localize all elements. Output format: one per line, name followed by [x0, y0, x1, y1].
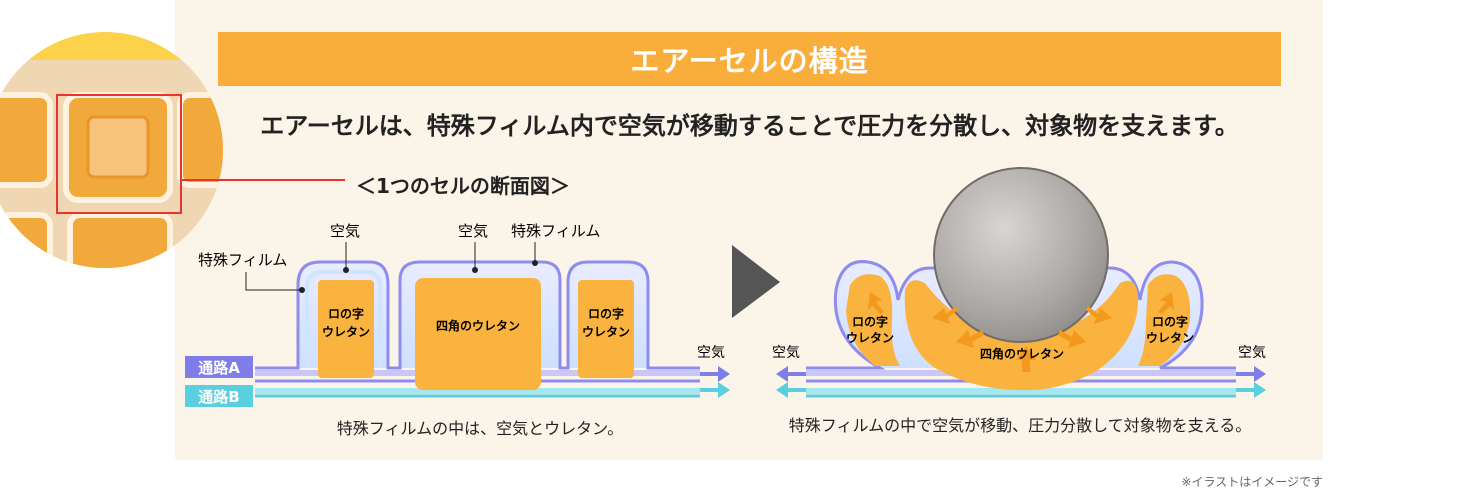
- channel-a-label: 通路A: [198, 359, 240, 377]
- air-arrow-b-icon: [700, 382, 730, 398]
- air-arrow-left-a-icon: [776, 366, 806, 382]
- urethane-square: [415, 278, 541, 390]
- channel-a-tag: [185, 356, 253, 378]
- channel-b-label: 通路B: [198, 388, 239, 406]
- urethane-ring-1-label-2: ウレタン: [322, 325, 370, 339]
- urethane-ring-right-label-1: ロの字: [1152, 314, 1188, 329]
- pressure-arrow-icon: [956, 330, 984, 348]
- right-caption: 特殊フィルムの中で空気が移動、圧力分散して対象物を支える。: [788, 416, 1252, 435]
- urethane-ring-2: [578, 280, 634, 378]
- label-air-1: 空気: [330, 222, 360, 240]
- urethane-ring-1-label-1: ロの字: [328, 306, 364, 321]
- air-arrow-right-b-icon: [1236, 382, 1266, 398]
- urethane-ring-left: [846, 274, 900, 366]
- urethane-ring-left-label-2: ウレタン: [846, 331, 894, 345]
- urethane-ring-left-label-1: ロの字: [852, 314, 888, 329]
- air-arrow-left-b-icon: [776, 382, 806, 398]
- air-arrow-right-a-icon: [1236, 366, 1266, 382]
- section-label: ＜1つのセルの断面図＞: [356, 174, 570, 198]
- label-air-2: 空気: [458, 222, 488, 240]
- air-arrow-a-icon: [700, 366, 730, 382]
- urethane-square-deformed: [904, 280, 1139, 391]
- label-film-2: 特殊フィルム: [511, 222, 600, 240]
- pressure-arrow-icon: [1086, 306, 1112, 324]
- urethane-ring-2-label-2: ウレタン: [582, 325, 630, 339]
- pressure-arrow-icon: [868, 292, 884, 314]
- right-air-right-label: 空気: [1238, 345, 1266, 361]
- left-cross-section: ロの字 ウレタン 四角のウレタン ロの字 ウレタン 空気 空気 特殊フィルム 特…: [185, 222, 730, 407]
- left-air-out-label: 空気: [697, 345, 725, 361]
- footnote: ※イラストはイメージです: [1181, 475, 1323, 489]
- right-air-left-label: 空気: [772, 345, 800, 361]
- magnified-cell-photo: [0, 32, 345, 268]
- urethane-square-deformed-label: 四角のウレタン: [980, 346, 1064, 361]
- subtitle: エアーセルは、特殊フィルム内で空気が移動することで圧力を分散し、対象物を支えます…: [260, 112, 1239, 140]
- urethane-ring-1: [318, 280, 374, 378]
- label-film-1: 特殊フィルム: [198, 251, 287, 269]
- transition-arrow-icon: [732, 245, 780, 318]
- pressure-arrow-icon: [1158, 292, 1174, 314]
- title-bar: エアーセルの構造: [218, 32, 1281, 86]
- urethane-ring-right: [1138, 274, 1191, 366]
- right-cross-section: ロの字 ウレタン ロの字 ウレタン 四角のウレタン 空気 空気: [772, 167, 1266, 398]
- pressure-arrow-icon: [1016, 346, 1036, 372]
- page-title: エアーセルの構造: [630, 44, 869, 78]
- channel-b-tag: [185, 385, 253, 407]
- urethane-square-label: 四角のウレタン: [436, 318, 520, 333]
- supported-object: [933, 167, 1109, 343]
- urethane-ring-2-label-1: ロの字: [588, 306, 624, 321]
- pressure-arrow-icon: [1058, 330, 1086, 348]
- zoom-frame: [56, 94, 182, 214]
- channel-b-band: [255, 388, 700, 394]
- pressure-arrow-icon: [932, 306, 958, 324]
- urethane-ring-right-label-2: ウレタン: [1146, 331, 1194, 345]
- left-caption: 特殊フィルムの中は、空気とウレタン。: [336, 419, 624, 438]
